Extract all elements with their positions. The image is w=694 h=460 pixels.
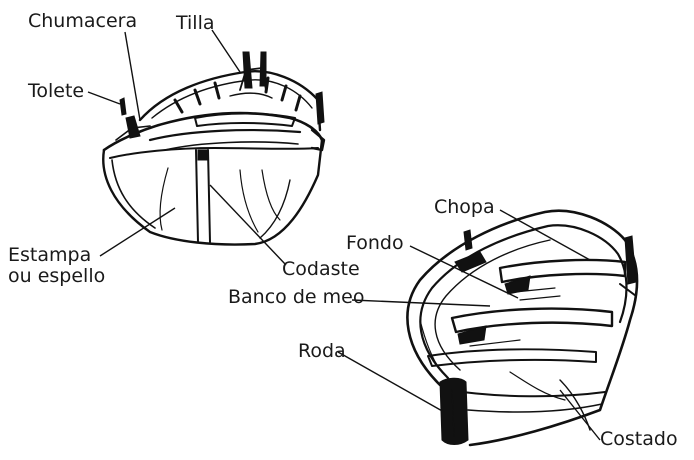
label-estampa-line2: ou espello — [8, 265, 105, 287]
stern-view-boat — [103, 52, 324, 245]
label-banco-de-meo: Banco de meo — [228, 286, 364, 308]
leader-lines — [88, 30, 600, 440]
label-chopa: Chopa — [434, 196, 495, 218]
label-costado: Costado — [600, 428, 678, 450]
label-fondo: Fondo — [346, 232, 404, 254]
label-estampa-line1: Estampa — [8, 244, 91, 266]
label-tolete: Tolete — [28, 80, 84, 102]
label-roda: Roda — [298, 340, 346, 362]
bow-view-boat — [407, 211, 637, 445]
label-codaste: Codaste — [282, 258, 360, 280]
label-chumacera: Chumacera — [28, 10, 137, 32]
label-tilla: Tilla — [176, 12, 215, 34]
